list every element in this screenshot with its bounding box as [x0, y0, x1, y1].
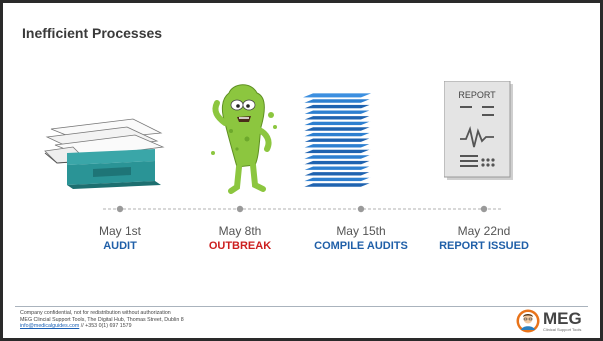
- event-name: AUDIT: [103, 240, 137, 252]
- footer-phone: // +353 0(1) 697 1579: [80, 323, 132, 330]
- footer-email-link[interactable]: info@medicalguides.com: [20, 323, 80, 330]
- slide-title: Inefficient Processes: [22, 25, 163, 41]
- event-compile-audits: May 15th COMPILE AUDITS: [291, 224, 431, 253]
- timeline-dot-may-1: [116, 205, 124, 213]
- meg-logo: MEG Clinical Support Tools: [516, 309, 582, 333]
- inbox-tray-icon: [44, 118, 165, 189]
- event-audit: May 1st AUDIT: [50, 224, 190, 253]
- event-name: OUTBREAK: [208, 240, 272, 252]
- event-name: COMPILE AUDITS: [314, 240, 408, 252]
- footer-contact: info@medicalguides.com // +353 0(1) 697 …: [20, 323, 184, 330]
- event-report-issued: May 22nd REPORT ISSUED: [414, 224, 554, 253]
- logo-tagline: Clinical Support Tools: [543, 326, 582, 332]
- timeline: [103, 205, 501, 213]
- footer-address: MEG Clincial Support Tools, The Digital …: [20, 316, 184, 323]
- event-date: May 8th: [218, 224, 262, 238]
- report-heading: REPORT: [458, 90, 496, 100]
- germ-monster-icon: [211, 84, 277, 194]
- event-date: May 22nd: [457, 224, 511, 238]
- paper-stack-icon: [302, 93, 372, 188]
- slide: Inefficient Processes: [3, 3, 600, 338]
- event-date: May 1st: [98, 224, 141, 238]
- event-name: REPORT ISSUED: [439, 240, 529, 252]
- event-outbreak: May 8th OUTBREAK: [170, 224, 310, 253]
- event-date: May 15th: [336, 224, 386, 238]
- timeline-dot-may-22: [480, 205, 488, 213]
- report-document-icon: REPORT: [444, 81, 516, 183]
- timeline-dot-may-8: [236, 205, 244, 213]
- timeline-dot-may-15: [357, 205, 365, 213]
- doctor-avatar-icon: [516, 309, 540, 333]
- logo-name: MEG: [543, 308, 582, 328]
- footer: Company confidential, not for redistribu…: [20, 310, 184, 330]
- footer-confidential: Company confidential, not for redistribu…: [20, 310, 171, 316]
- footer-divider: [15, 306, 588, 307]
